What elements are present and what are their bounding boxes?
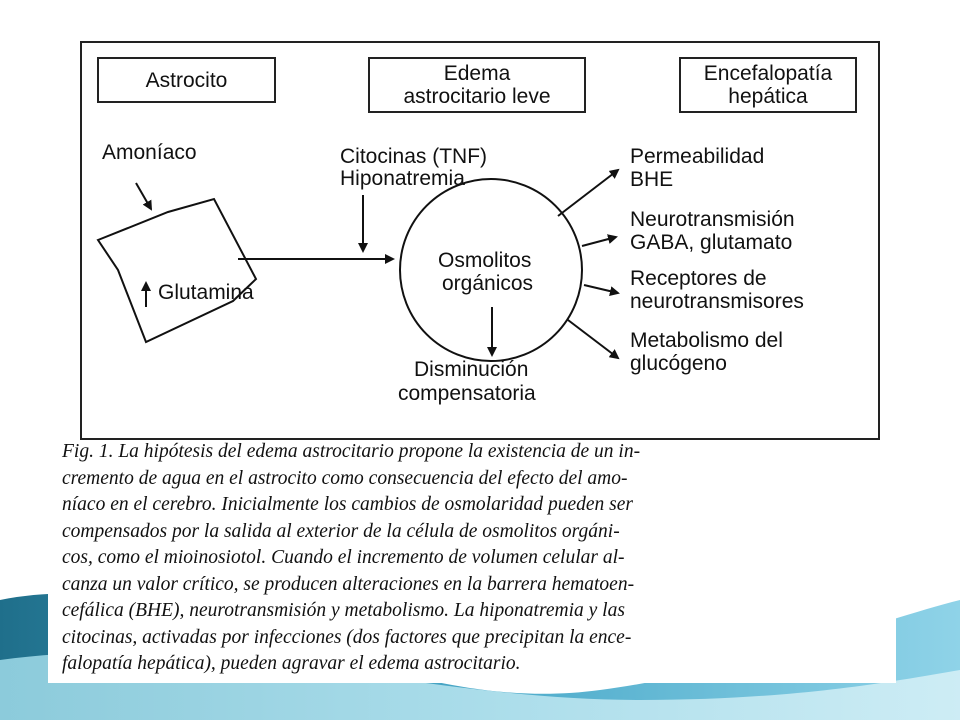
outcome-3-line1: Receptores de xyxy=(630,267,767,291)
figure-caption: Fig. 1. La hipótesis del edema astrocita… xyxy=(62,439,858,678)
caption-line: cremento de agua en el astrocito como co… xyxy=(62,466,858,493)
outcome-2-line1: Neurotransmisión xyxy=(630,208,795,232)
outcome-arrow-3 xyxy=(584,285,618,293)
outcome-4-line2: glucógeno xyxy=(630,352,727,376)
citocinas-label-line1: Citocinas (TNF) xyxy=(340,145,487,169)
osmolitos-label-line2: orgánicos xyxy=(442,272,533,296)
astrocyte-cell-shape xyxy=(98,199,256,342)
header-encefalopatia-line1: Encefalopatía xyxy=(704,62,832,85)
header-encefalopatia-line2: hepática xyxy=(728,85,807,108)
disminucion-label-line1: Disminución xyxy=(414,358,528,382)
header-astrocito-label: Astrocito xyxy=(146,69,228,92)
osmolitos-label-line1: Osmolitos xyxy=(438,249,531,273)
caption-line: cos, como el mioinosiotol. Cuando el inc… xyxy=(62,545,858,572)
caption-line: níaco en el cerebro. Inicialmente los ca… xyxy=(62,492,858,519)
caption-line: cefálica (BHE), neurotransmisión y metab… xyxy=(62,598,858,625)
outcome-4-line1: Metabolismo del xyxy=(630,329,783,353)
outcome-arrow-1 xyxy=(558,170,618,216)
outcome-arrow-2 xyxy=(582,237,616,246)
outcome-3-line2: neurotransmisores xyxy=(630,290,804,314)
header-encefalopatia: Encefalopatía hepática xyxy=(679,57,857,113)
caption-line: falopatía hepática), pueden agravar el e… xyxy=(62,651,858,678)
outcome-1-line2: BHE xyxy=(630,168,673,192)
caption-line: citocinas, activadas por infecciones (do… xyxy=(62,625,858,652)
disminucion-label-line2: compensatoria xyxy=(398,382,536,406)
amoniaco-arrow xyxy=(136,183,151,209)
outcome-1-line1: Permeabilidad xyxy=(630,145,764,169)
citocinas-label-line2: Hiponatremia xyxy=(340,167,465,191)
header-edema-line2: astrocitario leve xyxy=(403,85,550,108)
outcome-2-line2: GABA, glutamato xyxy=(630,231,792,255)
amoniaco-label: Amoníaco xyxy=(102,141,197,165)
header-edema-line1: Edema xyxy=(444,62,511,85)
caption-line: Fig. 1. La hipótesis del edema astrocita… xyxy=(62,439,858,466)
caption-line: compensados por la salida al exterior de… xyxy=(62,519,858,546)
top-band xyxy=(0,0,960,14)
figure-card: Astrocito Edema astrocitario leve Encefa… xyxy=(48,15,896,683)
outcome-arrow-4 xyxy=(568,320,618,358)
header-edema: Edema astrocitario leve xyxy=(368,57,586,113)
header-astrocito: Astrocito xyxy=(97,57,276,103)
caption-line: canza un valor crítico, se producen alte… xyxy=(62,572,858,599)
glutamina-label: Glutamina xyxy=(158,281,254,305)
